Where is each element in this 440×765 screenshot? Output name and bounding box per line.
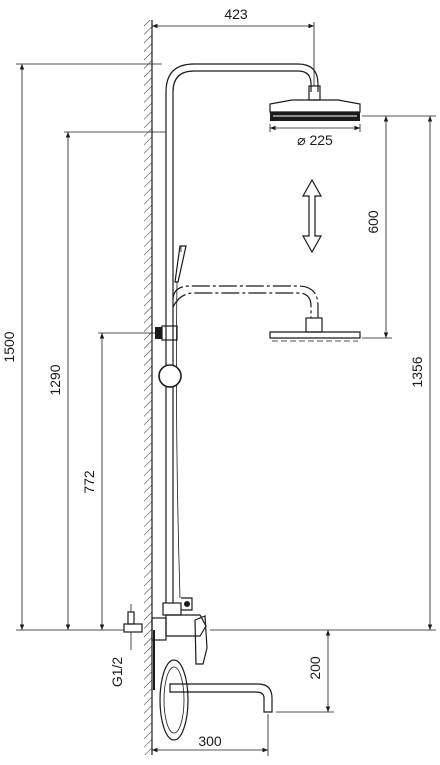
dimension-arm-height: 1290 bbox=[47, 131, 166, 630]
dimension-bracket-height: 772 bbox=[81, 332, 155, 630]
riser-pipe bbox=[165, 63, 321, 603]
dimension-spout-drop: 200 bbox=[276, 630, 334, 713]
lower-arm-position bbox=[172, 285, 323, 333]
tub-spout bbox=[169, 683, 273, 713]
diameter-dimension: ⌀ 225 bbox=[269, 124, 361, 148]
dimension-bracket-height-label: 772 bbox=[81, 470, 97, 494]
dimension-spout-reach: 300 bbox=[152, 714, 269, 756]
dimension-arm-height-label: 1290 bbox=[47, 364, 63, 395]
diameter-label: ⌀ 225 bbox=[297, 132, 333, 148]
dimension-total-height: 1500 bbox=[1, 63, 162, 631]
wall bbox=[144, 20, 153, 755]
slide-arrow-icon bbox=[301, 178, 323, 254]
dimension-head-from-mixer: 1356 bbox=[210, 115, 436, 631]
rain-shower-head-upper bbox=[269, 99, 361, 121]
escutcheon-plate bbox=[159, 659, 189, 741]
dimension-slide-range-label: 600 bbox=[365, 210, 381, 234]
dimension-spout-drop-label: 200 bbox=[307, 656, 323, 680]
dimension-spout-reach-label: 300 bbox=[198, 733, 222, 749]
dimension-slide-range: 600 bbox=[362, 115, 392, 339]
hand-shower bbox=[174, 245, 187, 283]
dimension-inlet-thread-label: G1/2 bbox=[109, 657, 125, 688]
dimension-inlet-thread: G1/2 bbox=[109, 657, 125, 688]
hand-shower-hose bbox=[176, 281, 181, 599]
dimension-total-height-label: 1500 bbox=[1, 331, 17, 362]
dimension-top-width: 423 bbox=[151, 6, 315, 86]
dimension-head-from-mixer-label: 1356 bbox=[409, 356, 425, 387]
slide-bracket bbox=[155, 325, 182, 388]
dimension-top-width-label: 423 bbox=[224, 6, 248, 22]
inlet-fitting bbox=[123, 604, 143, 650]
mixer-body bbox=[151, 597, 208, 690]
rain-shower-head-lower bbox=[269, 331, 361, 342]
